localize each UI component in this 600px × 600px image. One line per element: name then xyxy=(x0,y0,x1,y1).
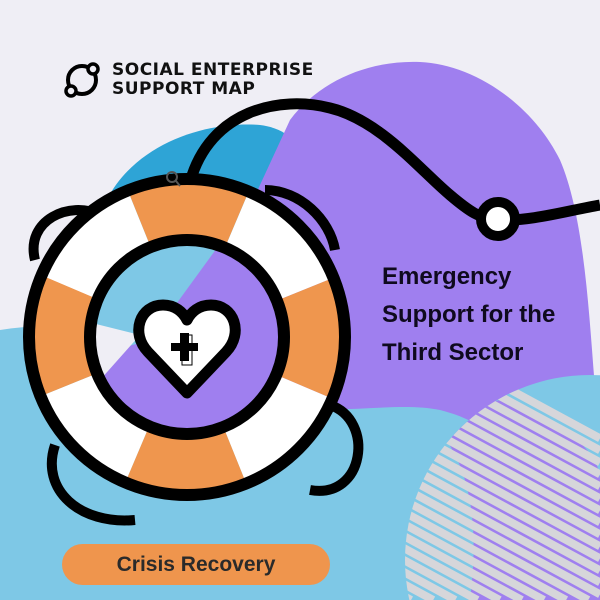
ring-segment-orange xyxy=(125,426,247,496)
headline-line1: Emergency xyxy=(382,263,512,290)
brand-name: SOCIAL ENTERPRISE SUPPORT MAP xyxy=(112,61,314,99)
magnifier-icon xyxy=(166,171,181,187)
stripe-line xyxy=(405,542,502,600)
ring-segment-white xyxy=(223,374,333,484)
route-node-circle[interactable] xyxy=(476,197,520,241)
lifebuoy-icon xyxy=(23,173,351,501)
orbit-logo-icon xyxy=(64,62,100,98)
ring-segment-white xyxy=(40,373,150,483)
stripe-line xyxy=(405,494,591,600)
stripe-line xyxy=(405,446,600,562)
route-line xyxy=(184,98,600,226)
heart-plus-icon xyxy=(133,299,241,399)
stripe-line xyxy=(405,566,458,600)
stripe-line xyxy=(405,482,600,598)
ring-segment-white xyxy=(41,190,151,300)
stripe-line xyxy=(405,554,480,600)
headline: Emergency Support for the Third Sector xyxy=(382,258,555,372)
brand-name-line2: SUPPORT MAP xyxy=(112,79,256,99)
stripe-line xyxy=(405,458,600,574)
ring-segment-white xyxy=(224,191,334,301)
ring-segment-orange xyxy=(276,277,345,399)
ring-segment-orange xyxy=(127,179,249,248)
stripe-line xyxy=(405,506,569,600)
headline-line3: Third Sector xyxy=(382,339,524,366)
ring-outline xyxy=(23,173,351,501)
ring-segment-orange xyxy=(29,275,98,397)
stripe-line xyxy=(405,470,600,586)
stripe-line xyxy=(405,518,546,600)
brand-name-line1: SOCIAL ENTERPRISE xyxy=(112,60,314,80)
stripe-line xyxy=(405,375,600,466)
headline-line2: Support for the xyxy=(382,301,556,328)
lifebuoy-inner-outline xyxy=(84,234,290,440)
brand-logo[interactable]: SOCIAL ENTERPRISE SUPPORT MAP xyxy=(62,60,314,100)
crisis-recovery-tag[interactable]: Crisis Recovery xyxy=(62,544,330,585)
stripe-line xyxy=(405,530,524,600)
tag-label: Crisis Recovery xyxy=(116,552,276,576)
